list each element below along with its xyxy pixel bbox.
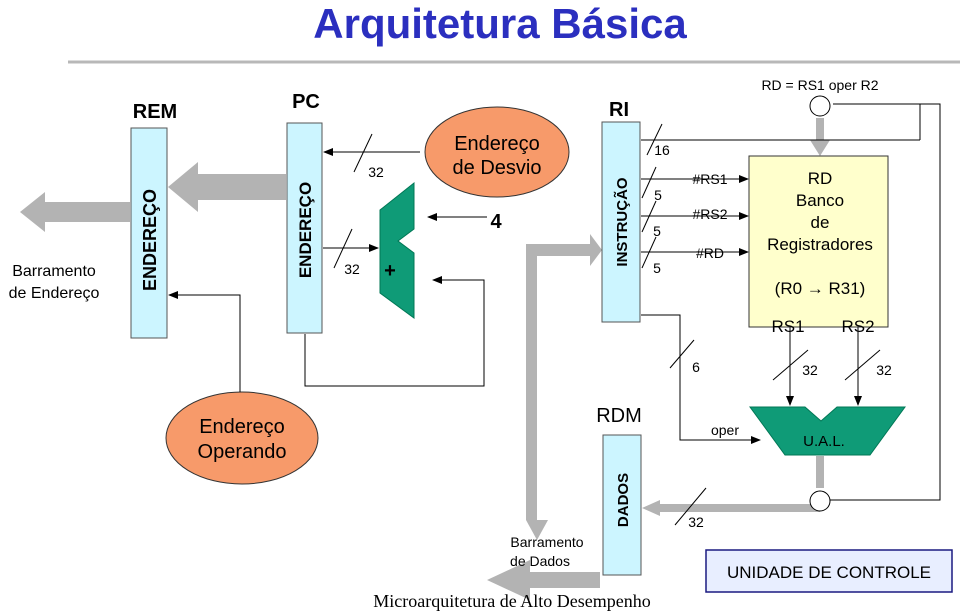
address-bus-arrow bbox=[20, 192, 130, 232]
width-5a: 5 bbox=[654, 187, 662, 203]
register-bank bbox=[748, 155, 889, 328]
slash-16 bbox=[646, 123, 663, 156]
branch-address-label-line1: Endereço bbox=[454, 133, 540, 155]
rd-field-label: #RD bbox=[696, 245, 724, 261]
ri-register-label: INSTRUÇÃO bbox=[613, 177, 631, 266]
pc-to-rem-arrow bbox=[168, 162, 286, 212]
slash-32-rs1 bbox=[772, 349, 809, 381]
bank-label-registradores: Registradores bbox=[767, 235, 873, 254]
width-32-adder: 32 bbox=[344, 261, 360, 277]
slash-5c bbox=[641, 236, 657, 269]
rs2-port-label: RS2 bbox=[841, 317, 874, 336]
alu-to-rdm-arrow bbox=[642, 500, 676, 516]
pc-title: PC bbox=[292, 91, 320, 113]
branch-address-label-line2: de Desvio bbox=[453, 157, 542, 179]
operand-address-ellipse bbox=[165, 391, 319, 485]
slash-5b bbox=[641, 200, 657, 233]
ri-register bbox=[601, 121, 641, 323]
slash-5a bbox=[641, 166, 657, 199]
width-5c: 5 bbox=[653, 260, 661, 276]
data-bus-label-line1: Barramento bbox=[510, 534, 583, 550]
bank-label-de: de bbox=[811, 213, 830, 232]
rd-write-arrow bbox=[810, 118, 830, 156]
operand-address-label-line2: Operando bbox=[198, 441, 287, 463]
pc-register-label: ENDEREÇO bbox=[296, 182, 315, 278]
opcode-to-alu-line bbox=[641, 314, 761, 444]
rd-write-port bbox=[809, 95, 831, 117]
page-title: Arquitetura Básica bbox=[313, 0, 687, 47]
data-bus-label-line2: de Dados bbox=[510, 553, 570, 569]
slash-32-pc bbox=[353, 133, 373, 173]
alu-output-stub bbox=[816, 456, 824, 488]
rdm-register bbox=[602, 434, 642, 576]
rd-feedback-top bbox=[833, 103, 921, 140]
rs2-field-label: #RS2 bbox=[692, 206, 727, 222]
pc-register bbox=[286, 122, 323, 334]
alu-output-port bbox=[809, 490, 831, 512]
control-unit-label: UNIDADE DE CONTROLE bbox=[727, 563, 931, 582]
branch-address-ellipse bbox=[424, 106, 570, 198]
adder-plus-sign: + bbox=[384, 260, 396, 282]
alu-label: U.A.L. bbox=[803, 433, 845, 450]
bank-range: (R0 → R31) bbox=[775, 279, 866, 298]
width-32-rs1: 32 bbox=[802, 362, 818, 378]
width-32-pc: 32 bbox=[368, 164, 384, 180]
alu-result-bus bbox=[676, 504, 820, 512]
rdm-title: RDM bbox=[596, 405, 642, 427]
address-bus-label-line2: de Endereço bbox=[9, 285, 100, 302]
address-bus-label-line1: Barramento bbox=[12, 263, 96, 280]
rem-title: REM bbox=[133, 101, 177, 123]
rdm-to-databus-arrow bbox=[487, 560, 600, 600]
footer-caption: Microarquitetura de Alto Desempenho bbox=[373, 591, 650, 611]
ri-title: RI bbox=[609, 99, 629, 121]
bank-label-banco: Banco bbox=[796, 191, 844, 210]
bank-label-rd: RD bbox=[808, 169, 833, 188]
operand-to-rem-line bbox=[168, 291, 241, 392]
width-32-data: 32 bbox=[688, 514, 704, 530]
alu bbox=[749, 406, 906, 456]
rem-register-label: ENDEREÇO bbox=[140, 189, 160, 291]
width-16: 16 bbox=[654, 142, 670, 158]
rem-register bbox=[130, 127, 168, 339]
width-6: 6 bbox=[692, 359, 700, 375]
width-32-rs2: 32 bbox=[876, 362, 892, 378]
slash-32-rs2 bbox=[844, 349, 881, 381]
constant-four: 4 bbox=[490, 211, 502, 233]
rs1-port-label: RS1 bbox=[771, 317, 804, 336]
slash-6 bbox=[669, 339, 695, 369]
pc-adder bbox=[379, 181, 415, 319]
right-feedback-line bbox=[830, 103, 941, 501]
operand-address-label-line1: Endereço bbox=[199, 416, 285, 438]
rd-formula: RD = RS1 oper R2 bbox=[761, 77, 878, 93]
control-unit bbox=[705, 549, 953, 593]
data-bus-vertical-arrow bbox=[526, 244, 548, 540]
data-bus-to-ri-arrow bbox=[537, 234, 602, 266]
rs1-field-label: #RS1 bbox=[692, 171, 727, 187]
rdm-register-label: DADOS bbox=[615, 473, 632, 527]
adder-feedback-line bbox=[304, 276, 485, 387]
oper-label: oper bbox=[711, 422, 739, 438]
slash-32-adder bbox=[333, 228, 353, 269]
slash-32-data bbox=[674, 487, 707, 526]
width-5b: 5 bbox=[653, 223, 661, 239]
